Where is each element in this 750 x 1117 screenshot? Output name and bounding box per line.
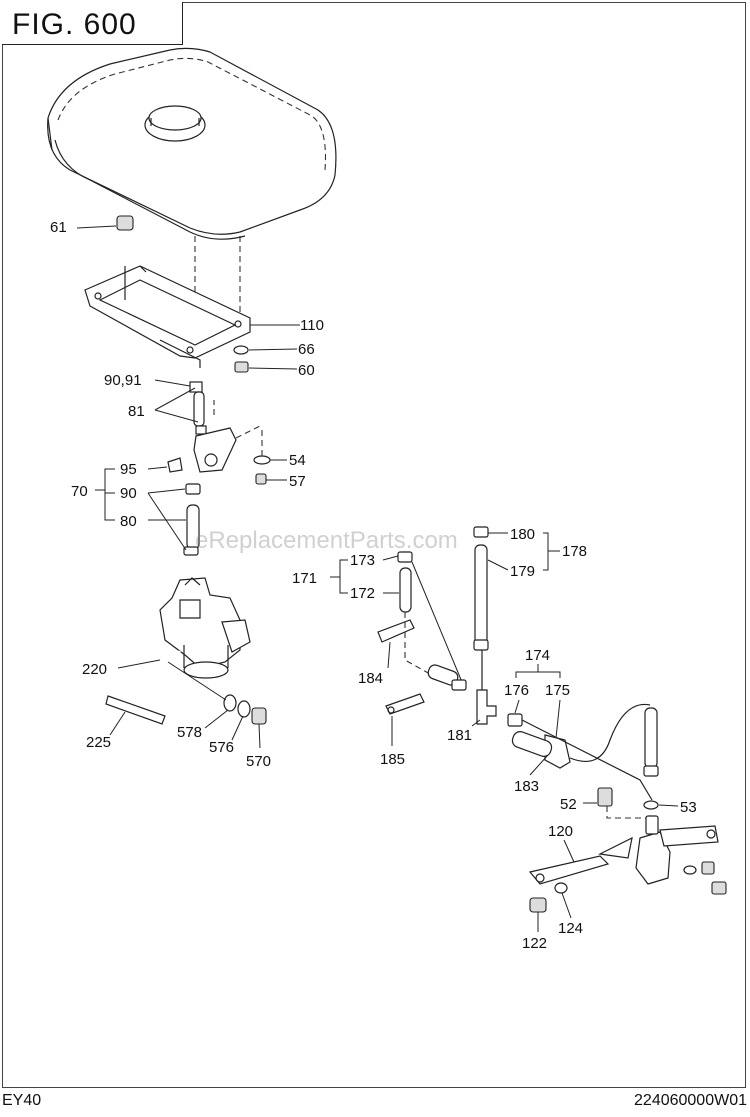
callout-110: 110 [300,317,324,334]
callout-185: 185 [380,751,405,768]
callout-172: 172 [350,585,375,602]
callout-171: 171 [292,570,317,587]
callout-225: 225 [86,734,111,751]
part-60-nut [234,361,298,373]
callout-570: 570 [246,753,271,770]
fuel-cock-lower [635,815,727,895]
callout-57: 57 [289,473,306,490]
callout-176: 176 [504,682,529,699]
part-173-clamp [382,551,413,563]
figure-title-box: FIG. 600 [2,2,183,45]
part-61-nut [76,215,134,231]
callout-61: 61 [50,219,67,236]
part-184-clip [377,619,415,669]
callout-52: 52 [560,796,577,813]
callout-labels: 61 110 66 60 90,91 81 54 57 95 70 90 80 … [50,219,697,952]
watermark: eReplacementParts.com [195,527,458,554]
callout-578: 578 [177,724,202,741]
part-183-hose [511,731,553,776]
figure-title: FIG. 600 [12,8,137,41]
part-179-hose [473,544,509,651]
part-80-hose [147,492,200,556]
group-171-bracket [330,559,348,594]
part-54-oring [253,430,287,465]
part-220-drain-tube [117,647,181,771]
callout-175: 175 [545,682,570,699]
callout-95: 95 [120,461,137,478]
part-66-washer [233,345,298,355]
part-124-washer [554,882,572,919]
part-180-clamp [473,526,508,538]
callout-80: 80 [120,513,137,530]
callout-66: 66 [298,341,315,358]
group-174-bracket [515,664,561,678]
fuel-cock-assembly [154,379,263,473]
callout-60: 60 [298,362,315,379]
carburetor [159,577,251,679]
part-576-washer [231,700,251,741]
callout-90-91: 90,91 [104,372,142,389]
fuel-tank [47,47,337,352]
fuel-hose-long [521,703,659,801]
part-570-nut [251,707,267,749]
callout-54: 54 [289,452,306,469]
callout-120: 120 [548,823,573,840]
part-181-tee [471,650,497,727]
part-176-clamp [507,699,523,727]
callout-173: 173 [350,552,375,569]
callout-180: 180 [510,526,535,543]
footer-model: EY40 [2,1092,42,1109]
callout-576: 576 [209,739,234,756]
callout-90: 90 [120,485,137,502]
callout-174: 174 [525,647,550,664]
part-110-bracket [84,265,300,368]
callout-81: 81 [128,403,145,420]
callout-122: 122 [522,935,547,952]
callout-70: 70 [71,483,88,500]
part-122-screw [529,897,547,932]
callout-124: 124 [558,920,583,937]
callout-220: 220 [82,661,107,678]
part-52-strainer [583,787,613,807]
part-90-clamp [147,483,201,495]
part-120-lever [528,836,633,885]
group-178-bracket [543,532,560,571]
part-53-washer [606,800,679,819]
callout-184: 184 [358,670,383,687]
group-70-bracket [95,468,115,521]
part-57-screen [255,473,287,485]
callout-53: 53 [680,799,697,816]
callout-178: 178 [562,543,587,560]
part-578-gasket [204,694,237,729]
part-185-strap [385,693,425,746]
part-95-clip [147,457,183,473]
part-172-hose [383,561,463,683]
callout-179: 179 [510,563,535,580]
part-225-clamp [105,695,166,736]
diagram-frame [2,2,746,1088]
footer-code: 224060000W01 [634,1092,747,1109]
callout-181: 181 [447,727,472,744]
callout-183: 183 [514,778,539,795]
connecting-hose [404,612,467,691]
